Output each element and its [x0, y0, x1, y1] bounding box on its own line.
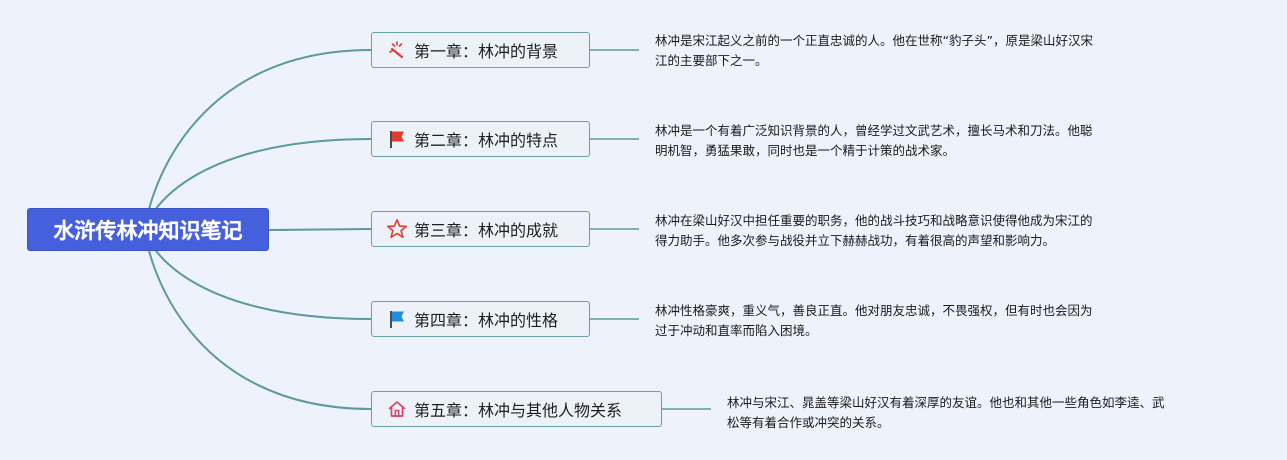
central-topic-label: 水浒传林冲知识笔记: [53, 218, 243, 243]
branch-topic-chapter-3[interactable]: 第三章：林冲的成就: [371, 211, 590, 247]
branch-topic-chapter-1[interactable]: 第一章：林冲的背景: [371, 32, 590, 68]
red-flag-icon: [386, 128, 408, 150]
branch-connector: [144, 229, 372, 410]
note-chapter-5: 林冲与宋江、晁盖等梁山好汉有着深厚的友谊。他也和其他一些角色如李逵、武 松等有着…: [727, 393, 1227, 433]
note-line: 林冲是宋江起义之前的一个正直忠诚的人。他在世称“豹子头”，原是梁山好汉宋: [655, 33, 1093, 48]
branch-topic-chapter-2[interactable]: 第二章：林冲的特点: [371, 121, 590, 157]
branch-topic-label: 第五章：林冲与其他人物关系: [414, 401, 623, 420]
note-line: 江的主要部下之一。: [655, 53, 768, 68]
note-line: 林冲是一个有着广泛知识背景的人，曾经学过文武艺术，擅长马术和刀法。他聪: [655, 123, 1093, 138]
note-line: 松等有着合作或冲突的关系。: [727, 415, 890, 430]
home-icon: [386, 398, 408, 420]
branch-topic-label: 第三章：林冲的成就: [414, 221, 559, 240]
note-line: 过于冲动和直率而陷入困境。: [655, 323, 818, 338]
magic-wand-icon: [386, 39, 408, 61]
note-connectors: [590, 49, 711, 410]
central-topic[interactable]: 水浒传林冲知识笔记: [27, 208, 269, 251]
note-line: 明机智，勇猛果敢，同时也是一个精于计策的战术家。: [655, 143, 956, 158]
branch-topic-label: 第四章：林冲的性格: [414, 311, 559, 330]
blue-flag-icon: [386, 308, 408, 330]
branch-topic-chapter-5[interactable]: 第五章：林冲与其他人物关系: [371, 391, 662, 427]
star-icon: [386, 218, 408, 240]
branch-topic-label: 第二章：林冲的特点: [414, 131, 559, 150]
note-line: 得力助手。他多次参与战役并立下赫赫战功，有着很高的声望和影响力。: [655, 233, 1056, 248]
note-line: 林冲与宋江、晁盖等梁山好汉有着深厚的友谊。他也和其他一些角色如李逵、武: [727, 395, 1165, 410]
branch-topic-chapter-4[interactable]: 第四章：林冲的性格: [371, 301, 590, 337]
branch-topic-label: 第一章：林冲的背景: [414, 42, 559, 61]
note-chapter-1: 林冲是宋江起义之前的一个正直忠诚的人。他在世称“豹子头”，原是梁山好汉宋 江的主…: [655, 31, 1155, 71]
note-chapter-3: 林冲在梁山好汉中担任重要的职务，他的战斗技巧和战略意识使得他成为宋江的 得力助手…: [655, 211, 1155, 251]
note-line: 林冲在梁山好汉中担任重要的职务，他的战斗技巧和战略意识使得他成为宋江的: [655, 213, 1093, 228]
note-line: 林冲性格豪爽，重义气，善良正直。他对朋友忠诚，不畏强权，但有时也会因为: [655, 303, 1093, 318]
note-chapter-4: 林冲性格豪爽，重义气，善良正直。他对朋友忠诚，不畏强权，但有时也会因为 过于冲动…: [655, 301, 1155, 341]
note-chapter-2: 林冲是一个有着广泛知识背景的人，曾经学过文武艺术，擅长马术和刀法。他聪 明机智，…: [655, 121, 1155, 161]
branch-connector: [268, 228, 372, 231]
